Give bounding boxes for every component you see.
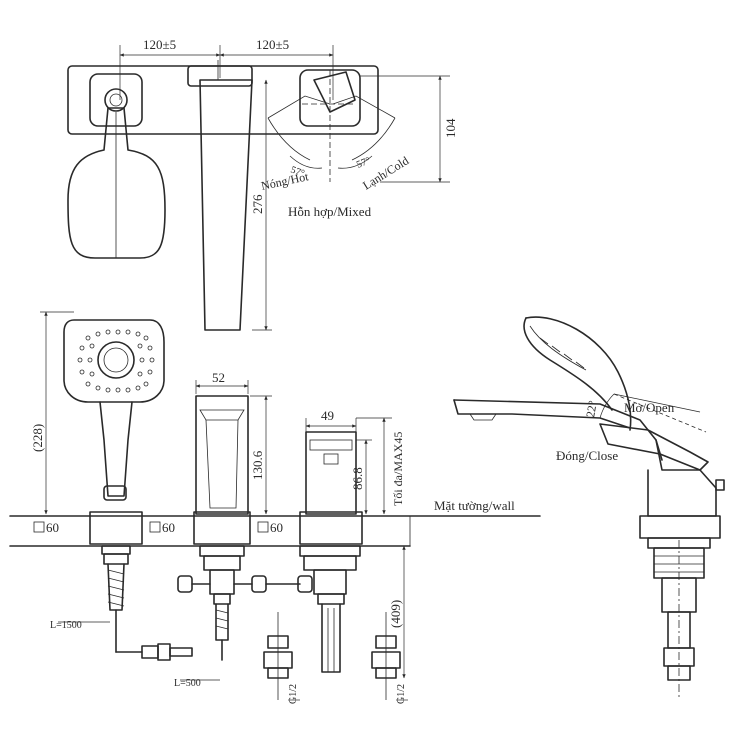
conn-length-label: L=500 xyxy=(174,678,201,689)
deck-block-3 xyxy=(299,511,363,545)
dim-spout-height-label: 130.6 xyxy=(250,450,265,480)
side-angle-label: 22° xyxy=(583,399,600,418)
deck-block-1 xyxy=(89,511,143,545)
dim-max-label: Tối đa/MAX45 xyxy=(391,432,405,506)
wall-label: Mặt tường/wall xyxy=(434,498,515,513)
dim-spout-width-label: 52 xyxy=(212,370,225,385)
thread-2-label: G1/2 xyxy=(396,684,407,704)
front-view: (228) 52 130.6 49 86.8 Tối đa/MAX45 Mặt … xyxy=(9,311,541,704)
dim-height-label: 104 xyxy=(443,118,458,138)
handshower-handle xyxy=(99,401,133,497)
spout-top xyxy=(199,79,253,331)
dim-spout-length-label: 276 xyxy=(250,194,265,214)
hot-label: Nóng/Hot xyxy=(260,169,311,193)
top-view: 120±5 120±5 276 57° 57° Nóng/Hot Lạnh/Co… xyxy=(67,37,458,331)
handshower-side xyxy=(525,316,632,431)
thread-1-label: G1/2 xyxy=(288,684,299,704)
dim-deck-3-label: 60 xyxy=(270,520,283,535)
dim-deck-1-label: 60 xyxy=(46,520,59,535)
dim-handle-width-label: 49 xyxy=(321,408,334,423)
handle-top xyxy=(313,71,356,113)
handshower-head xyxy=(63,319,165,403)
hose-length-label: L=1500 xyxy=(50,620,82,631)
handle-side xyxy=(599,423,709,471)
dim-shower-height-label: (228) xyxy=(30,424,45,452)
dim-left-label: 120±5 xyxy=(143,37,176,52)
angle-right-label: 57° xyxy=(355,155,372,170)
dim-right-label: 120±5 xyxy=(256,37,289,52)
deck-block-2 xyxy=(193,511,251,545)
spout-front xyxy=(195,395,249,515)
handle-front xyxy=(305,431,357,515)
dim-handle-height-label: 86.8 xyxy=(350,467,365,490)
dim-below-label: (409) xyxy=(388,600,403,628)
open-label: Mở/Open xyxy=(624,400,675,415)
close-label: Đóng/Close xyxy=(556,448,618,463)
angle-left-label: 57° xyxy=(289,164,306,179)
side-deck-block xyxy=(639,515,721,539)
dim-deck-2-label: 60 xyxy=(162,520,175,535)
spray-nozzles xyxy=(77,329,155,393)
side-view: 22° Mở/Open Đóng/Close xyxy=(453,316,725,700)
mixed-label: Hỗn hợp/Mixed xyxy=(288,204,372,219)
handshower-top xyxy=(67,107,166,259)
